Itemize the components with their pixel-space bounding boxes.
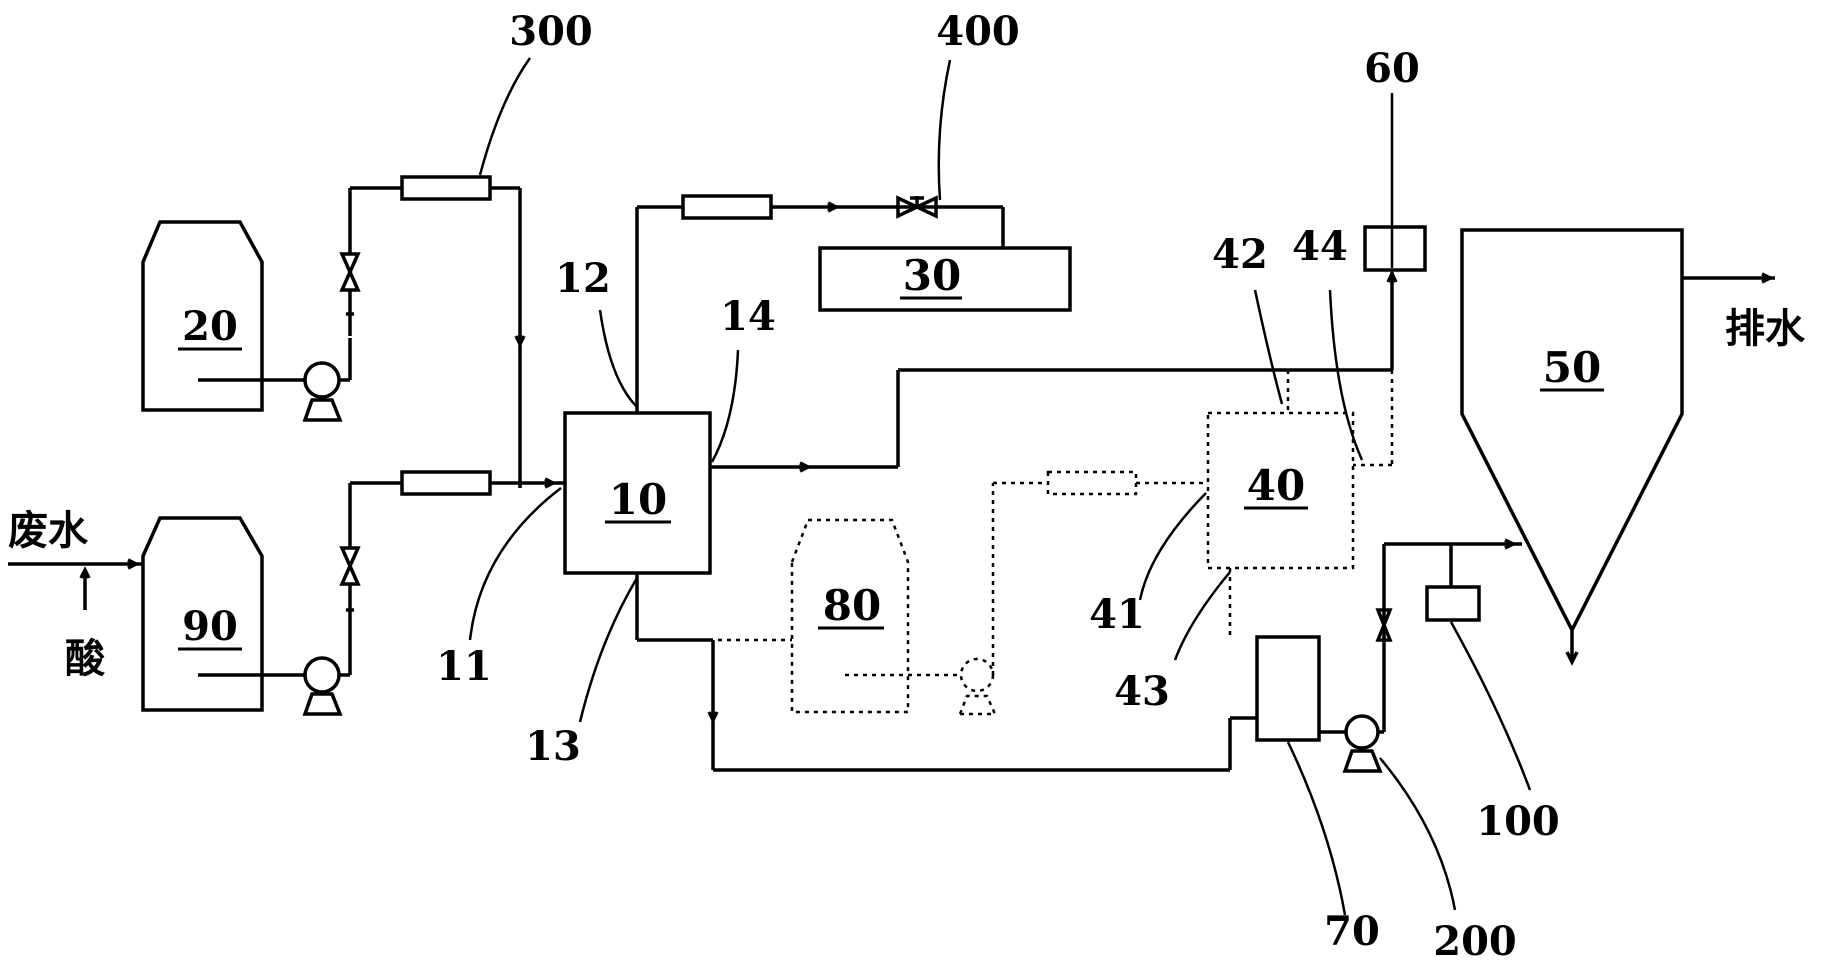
drain-label: 排水 bbox=[1725, 306, 1806, 352]
flow-arrow-icon bbox=[1761, 272, 1774, 284]
tank-30-label: 30 bbox=[903, 251, 961, 300]
unit-40-label: 40 bbox=[1247, 461, 1305, 510]
tank-20-label: 20 bbox=[182, 303, 238, 350]
flow-arrow-icon bbox=[1565, 651, 1579, 666]
pump-icon bbox=[302, 338, 352, 422]
ref-14: 14 bbox=[720, 293, 776, 340]
flowmeter bbox=[400, 470, 492, 496]
ref-11: 11 bbox=[436, 643, 492, 690]
flow-arrow-icon bbox=[707, 711, 719, 724]
flow-arrow-icon bbox=[544, 477, 557, 489]
tank-20: 20 bbox=[141, 220, 305, 412]
tank-80: 80 bbox=[790, 518, 910, 714]
ref-44: 44 bbox=[1292, 223, 1348, 270]
ref-100: 100 bbox=[1476, 798, 1560, 845]
pump-icon bbox=[1342, 714, 1383, 773]
ref-13: 13 bbox=[525, 723, 581, 770]
ref-400: 400 bbox=[936, 8, 1020, 55]
ref-12: 12 bbox=[555, 255, 611, 302]
ref-60: 60 bbox=[1364, 45, 1420, 92]
mixer-70 bbox=[1255, 635, 1321, 742]
tank-90: 90 bbox=[141, 516, 305, 712]
pump-icon bbox=[302, 630, 352, 716]
ref-70: 70 bbox=[1324, 908, 1380, 955]
dosing-unit-100 bbox=[1425, 585, 1481, 622]
flow-arrow-icon bbox=[127, 558, 140, 570]
flow-arrow-icon bbox=[1504, 538, 1517, 550]
pump-icon bbox=[959, 657, 995, 693]
ref-200: 200 bbox=[1433, 918, 1517, 965]
ref-41: 41 bbox=[1089, 591, 1145, 638]
valve-icon bbox=[1375, 608, 1393, 642]
ref-42: 42 bbox=[1212, 231, 1268, 278]
flow-arrow-icon bbox=[827, 201, 840, 213]
flowmeter-300 bbox=[400, 175, 492, 201]
reactor-10: 10 bbox=[563, 411, 712, 575]
tank-90-label: 90 bbox=[182, 603, 238, 650]
valve-icon bbox=[339, 188, 361, 336]
settler-50-label: 50 bbox=[1543, 343, 1601, 392]
reactor-10-label: 10 bbox=[609, 475, 667, 524]
flow-arrow-icon bbox=[79, 566, 91, 579]
flow-arrow-icon bbox=[514, 335, 526, 348]
settler-50: 50 bbox=[1460, 228, 1684, 634]
ref-300: 300 bbox=[509, 8, 593, 55]
flow-arrow-icon bbox=[1386, 270, 1398, 283]
flowmeter bbox=[1046, 470, 1138, 496]
unit-40: 40 bbox=[1206, 411, 1355, 570]
acid-label: 酸 bbox=[65, 636, 106, 682]
flowmeter bbox=[681, 194, 773, 220]
ref-43: 43 bbox=[1114, 668, 1170, 715]
valve-icon bbox=[339, 483, 361, 630]
tank-30: 30 bbox=[818, 246, 1072, 312]
valve-400 bbox=[896, 195, 938, 219]
wastewater-label: 废水 bbox=[8, 508, 89, 554]
dosing-unit-60 bbox=[1363, 225, 1427, 272]
flow-arrow-icon bbox=[799, 461, 812, 473]
tank-80-label: 80 bbox=[823, 581, 881, 630]
